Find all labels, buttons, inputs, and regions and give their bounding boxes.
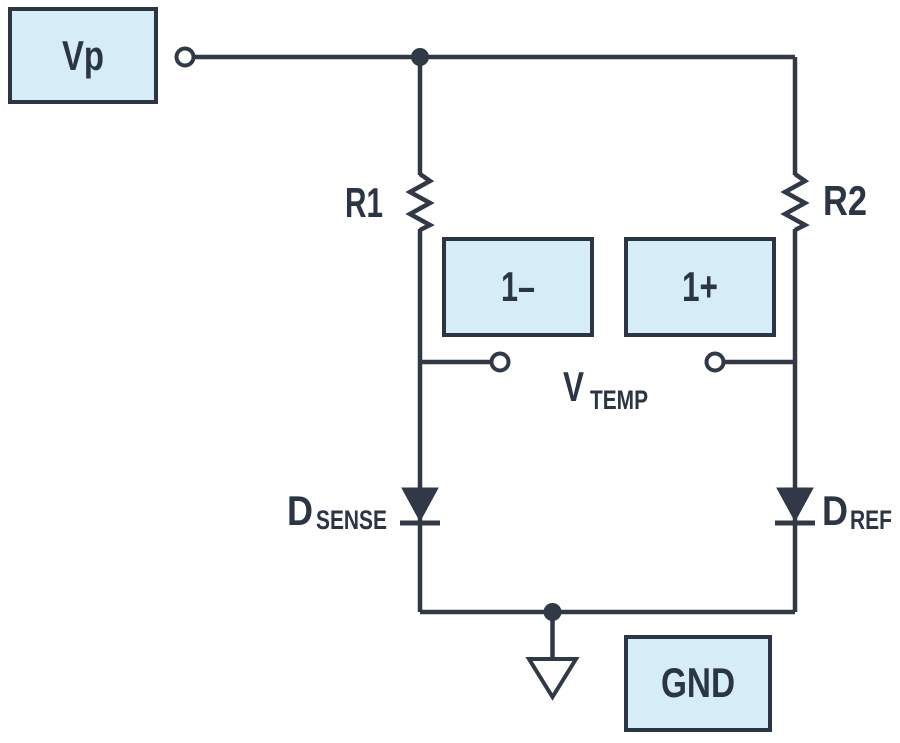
bottom-junction-dot bbox=[543, 603, 562, 621]
gnd-label: GND bbox=[661, 659, 735, 706]
input-plus-label: 1+ bbox=[682, 263, 718, 310]
d-ref-diode-triangle bbox=[776, 487, 814, 523]
vp-terminal-circle bbox=[174, 46, 196, 68]
d-sense-label-sub: SENSE bbox=[316, 505, 387, 535]
d-sense-diode-triangle bbox=[401, 487, 439, 523]
input-plus-box bbox=[624, 237, 776, 337]
right-tap-terminal-circle bbox=[704, 351, 726, 373]
vtemp-label-main: V bbox=[563, 363, 584, 410]
d-ref-label-sub: REF bbox=[850, 505, 892, 535]
wires bbox=[194, 54, 798, 659]
ground-symbol bbox=[525, 657, 580, 701]
d-ref-label-main: D bbox=[822, 487, 848, 534]
top-junction-dot bbox=[411, 48, 429, 66]
left-tap-terminal-circle bbox=[489, 351, 511, 373]
gnd-box bbox=[624, 635, 772, 732]
r2-resistor-zigzag bbox=[780, 172, 810, 233]
vp-label: Vp bbox=[62, 32, 104, 79]
input-minus-label: 1– bbox=[501, 263, 535, 310]
r1-resistor-zigzag bbox=[405, 172, 435, 233]
r2-label: R2 bbox=[823, 177, 867, 224]
input-minus-box bbox=[442, 237, 594, 337]
vtemp-label-sub: TEMP bbox=[590, 385, 648, 415]
vp-box bbox=[8, 7, 158, 104]
d-sense-label-main: D bbox=[287, 487, 313, 534]
r1-label: R1 bbox=[345, 179, 383, 226]
